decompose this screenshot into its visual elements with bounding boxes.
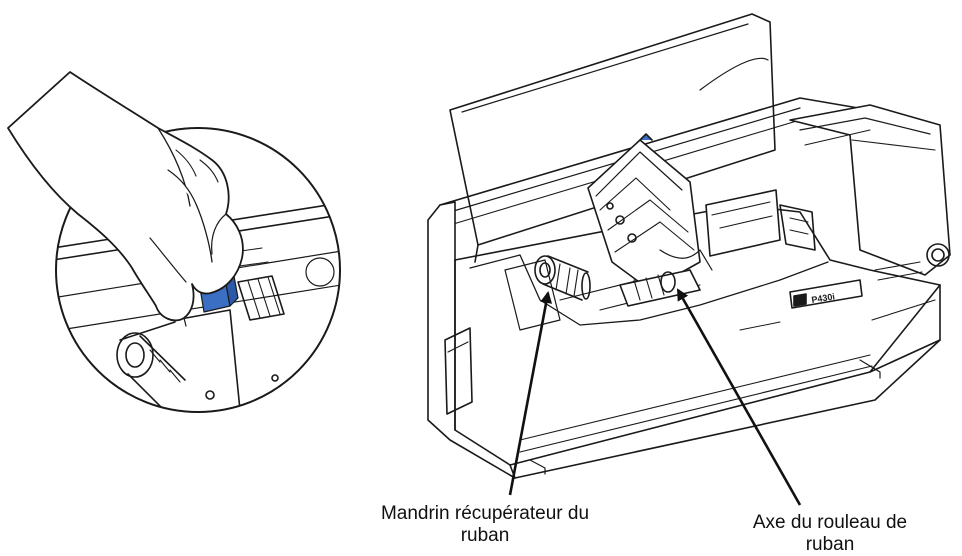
printer-body <box>427 201 941 479</box>
printer-badge: P430i <box>739 279 863 331</box>
take-up-spindle <box>534 255 591 301</box>
card-printer-illustration: P430i <box>427 13 951 479</box>
hand-illustration <box>7 71 244 327</box>
printer-badge-label: P430i <box>811 291 836 305</box>
ribbon-supply-axis-label: Axe du rouleau de ruban <box>705 512 955 556</box>
ribbon-supply-axis-label-line1: Axe du rouleau de <box>752 512 908 533</box>
take-up-spindle-label: Mandrin récupérateur du ruban <box>345 503 625 547</box>
take-up-spindle-label-line2: ruban <box>460 525 510 546</box>
ribbon-supply-axis-label-line2: ruban <box>805 534 855 555</box>
ribbon-supply-axis <box>619 249 713 307</box>
zoom-spindle <box>116 332 215 412</box>
printer-lid <box>449 13 776 263</box>
printer-right-housing <box>789 104 951 281</box>
callout-leaders <box>508 288 802 506</box>
printhead-carriage <box>587 133 816 291</box>
take-up-spindle-leader <box>508 291 553 496</box>
ribbon-supply-axis-leader <box>676 288 802 506</box>
take-up-spindle-label-line1: Mandrin récupérateur du <box>380 503 590 524</box>
